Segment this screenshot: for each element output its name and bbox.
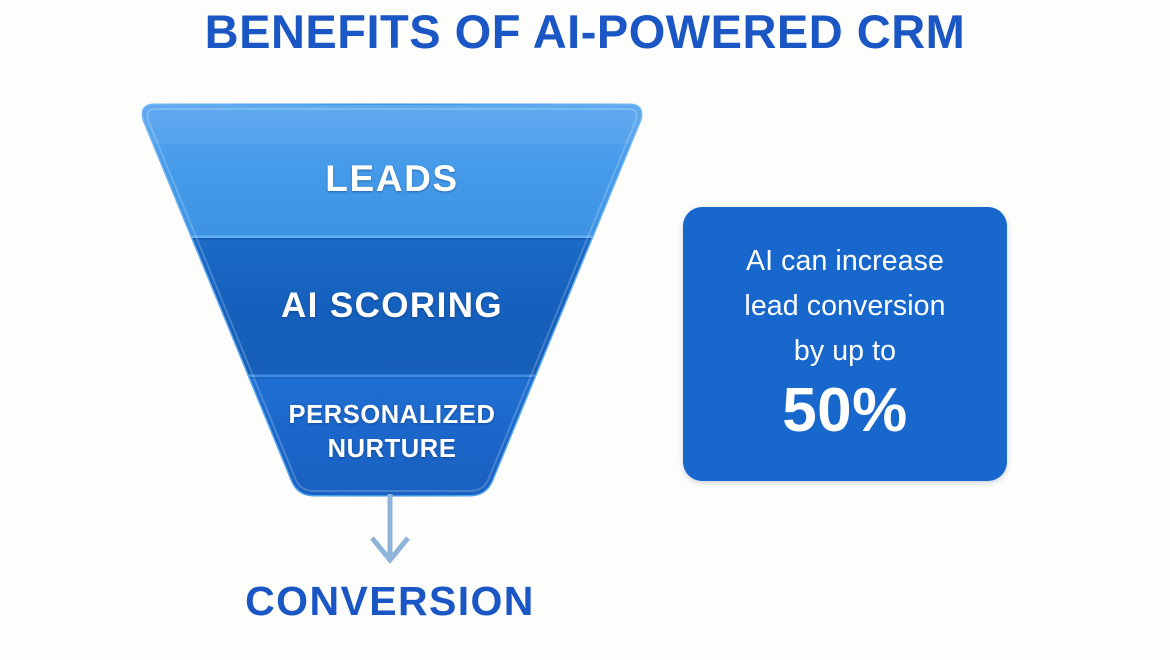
funnel-diagram: LEADS AI SCORING PERSONALIZED NURTURE xyxy=(132,98,652,504)
funnel-divider-1 xyxy=(143,235,641,238)
stat-card: AI can increase lead conversion by up to… xyxy=(683,207,1007,481)
funnel-stage-scoring-fill xyxy=(143,238,641,377)
stat-card-description: AI can increase lead conversion by up to xyxy=(744,244,946,367)
down-arrow-icon xyxy=(360,494,420,566)
page-title: BENEFITS OF AI-POWERED CRM xyxy=(204,5,966,58)
stat-card-value: 50% xyxy=(782,375,908,445)
funnel-stage-leads-fill xyxy=(143,105,641,238)
funnel-divider-2 xyxy=(143,374,641,377)
funnel-inner-highlight xyxy=(146,108,638,492)
funnel-stage-nurture-fill xyxy=(143,377,641,495)
funnel-outcome-label: CONVERSION xyxy=(245,578,535,624)
